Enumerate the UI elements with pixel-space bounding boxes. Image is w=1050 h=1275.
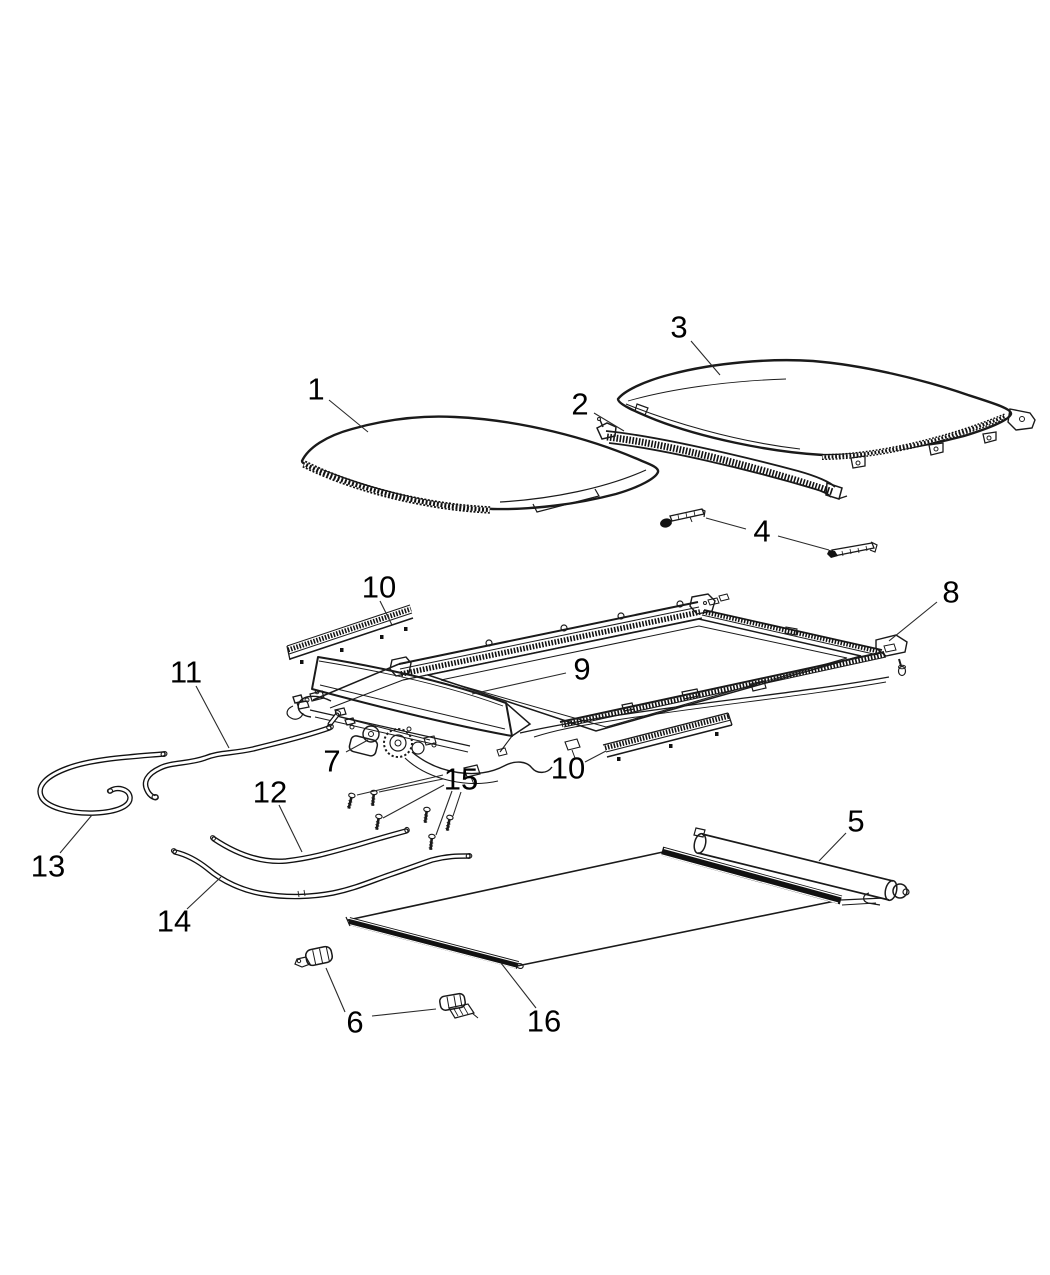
callout-9: 9 [573,652,590,687]
sunshade-front-rail [345,916,524,970]
sunshade-roller [693,827,910,906]
sunroof-motor [292,694,553,788]
leader-12 [278,804,303,853]
callout-13: 13 [31,849,65,884]
callout-5: 5 [847,804,864,839]
leader-15 [356,774,462,836]
drain-tube-11 [142,709,342,801]
callout-1: 1 [307,372,324,407]
callout-7: 7 [323,744,340,779]
leader-11 [195,685,230,749]
callout-8: 8 [942,575,959,610]
leader-7 [345,739,369,753]
sunshade-assembly [345,827,910,970]
leader-5 [818,832,847,862]
leader-10a [379,600,393,626]
sunroof-glass-panel [300,415,660,514]
leader-13 [59,814,93,854]
fixed-glass-panel [616,358,1036,469]
leader-4 [705,517,830,551]
screw-set [346,789,454,851]
drip-rail-left [286,604,414,664]
sunroof-frame [286,593,908,759]
leader-1 [328,399,369,433]
leader-10b [584,750,607,763]
pivot-link-right [827,541,878,558]
callout-11: 11 [170,655,202,690]
leader-6 [325,967,437,1017]
callout-10a: 10 [362,570,396,605]
drain-tube-13 [37,750,168,816]
callout-2: 2 [571,387,588,422]
callout-14: 14 [157,904,191,939]
sunshade-clip-right [439,992,479,1019]
leader-14 [186,876,222,910]
leader-2 [593,412,625,432]
callout-4: 4 [753,514,770,549]
callout-10b: 10 [551,751,585,786]
callout-16: 16 [527,1004,561,1039]
wind-deflector-bar [596,417,848,500]
sunshade-clip-left [294,945,334,968]
drip-rail-right [602,712,733,761]
callout-12: 12 [253,775,287,810]
drain-tube-12 [210,826,410,865]
callout-6: 6 [346,1005,363,1040]
callouts: 1 2 3 4 5 6 7 8 9 10 10 11 12 13 14 15 1 [31,310,960,1040]
callout-3: 3 [670,310,687,345]
callout-15: 15 [444,762,478,797]
leader-9 [471,672,567,695]
deflector-panel [311,656,532,757]
leader-8 [888,601,938,642]
leader-16 [500,962,537,1009]
leader-3 [690,340,721,376]
glass-mount-tabs [634,403,1036,469]
pivot-link-left [660,508,706,528]
drain-tube-14 [170,848,473,900]
